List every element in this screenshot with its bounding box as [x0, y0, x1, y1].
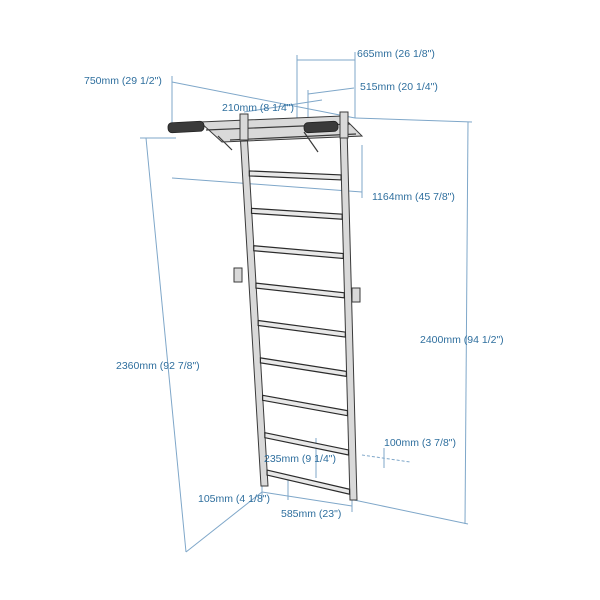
- bar-brace-left: [217, 135, 233, 151]
- label-bar-total-depth: 750mm (29 1/2"): [84, 75, 162, 87]
- label-ladder-width: 585mm (23"): [281, 508, 341, 520]
- rung: [257, 319, 346, 338]
- wall-bracket-left: [233, 267, 243, 283]
- dim-ext-ladder-height-bottom: [185, 491, 263, 553]
- dim-line-ladder-height: [145, 137, 187, 553]
- label-ladder-height: 2360mm (92 7/8"): [116, 360, 200, 372]
- dim-line-ladder-width: [261, 491, 353, 507]
- wall-bars: [167, 111, 364, 501]
- bar-bracket-right: [339, 111, 349, 139]
- dim-ext-total-height-bottom: [353, 499, 469, 525]
- right-rail: [339, 127, 358, 501]
- pull-up-bar: [167, 111, 364, 153]
- rung: [262, 394, 349, 417]
- dim-line-bar-mid-depth: [307, 87, 355, 95]
- label-bar-inner-width: 210mm (8 1/4"): [222, 102, 294, 114]
- pull-up-bar-crossbar-front: [229, 133, 357, 141]
- label-wall-offset: 100mm (3 7/8"): [384, 437, 456, 449]
- rung: [255, 282, 345, 299]
- rung: [248, 170, 342, 181]
- rung: [266, 469, 351, 496]
- label-bar-mid-depth: 515mm (20 1/4"): [360, 81, 438, 93]
- grip-left: [167, 120, 205, 134]
- rung: [264, 431, 350, 456]
- bar-bracket-left: [239, 113, 249, 141]
- dim-ext-total-height-top: [354, 117, 473, 123]
- label-top-bar-depth: 665mm (26 1/8"): [357, 48, 435, 60]
- wall-bracket-middle: [351, 287, 361, 303]
- dim-line-wall-offset: [361, 454, 411, 463]
- dim-line-bar-width: [171, 177, 363, 193]
- grip-right: [303, 120, 339, 134]
- dimension-labels: 665mm (26 1/8") 750mm (29 1/2") 515mm (2…: [84, 48, 504, 520]
- rungs: [248, 170, 351, 496]
- dim-line-bar-inner-width: [243, 99, 323, 113]
- rung: [250, 207, 343, 220]
- label-rung-spacing: 235mm (9 1/4"): [264, 453, 336, 465]
- label-total-height: 2400mm (94 1/2"): [420, 334, 504, 346]
- rung: [259, 357, 347, 378]
- dim-line-bar-total-depth: [171, 81, 356, 119]
- rung: [253, 245, 344, 260]
- label-bar-width: 1164mm (45 7/8"): [372, 191, 455, 203]
- dim-line-total-height: [464, 121, 469, 525]
- bar-brace-right: [303, 131, 319, 153]
- label-bottom-clearance: 105mm (4 1/8"): [198, 493, 270, 505]
